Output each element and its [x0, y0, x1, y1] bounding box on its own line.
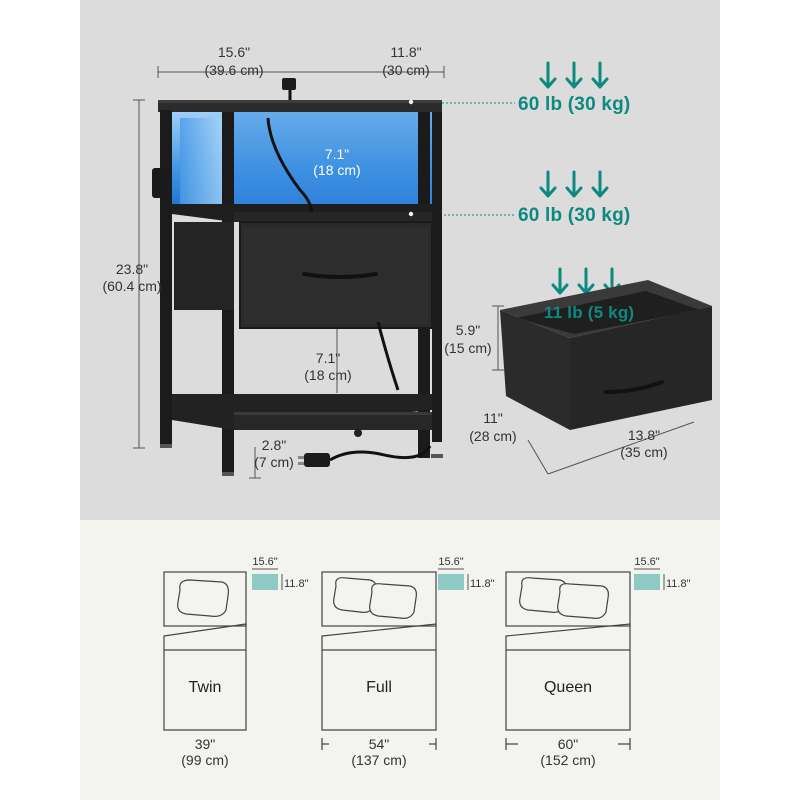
- twin-nightstand-width: 15.6": [252, 556, 278, 568]
- bed-comparison-panel: [80, 520, 720, 800]
- drawer-depth-cm: (28 cm): [469, 428, 517, 444]
- bed-name-twin: Twin: [188, 679, 222, 696]
- fabric-drawer: [500, 280, 712, 430]
- shelf-load-label: 60 lb (30 kg): [518, 205, 631, 226]
- top-load-label: 60 lb (30 kg): [518, 94, 631, 115]
- full-width-inch: 54": [329, 736, 429, 752]
- queen-nightstand-depth: 11.8": [666, 578, 691, 590]
- drawer-height-cm: (15 cm): [444, 340, 492, 356]
- leg-height-inch: 2.8": [261, 437, 287, 453]
- width-dim-cm: (39.6 cm): [204, 62, 264, 78]
- queen-width-cm: (152 cm): [540, 752, 596, 768]
- full-nightstand-depth: 11.8": [470, 578, 495, 590]
- full-nightstand-width: 15.6": [438, 556, 464, 568]
- full-width-cm: (137 cm): [351, 752, 407, 768]
- bed-diagrams: [163, 571, 631, 750]
- power-plug-icon: [282, 78, 330, 467]
- depth-dim-inch: 11.8": [390, 44, 422, 60]
- upper-gap-inch: 7.1": [324, 146, 350, 162]
- depth-dim-cm: (30 cm): [382, 62, 430, 78]
- upper-gap-cm: (18 cm): [313, 162, 361, 178]
- width-dim-inch: 15.6": [217, 44, 251, 60]
- drawer-width-inch: 13.8": [627, 427, 661, 443]
- twin-width-inch: 39": [155, 736, 255, 752]
- queen-nightstand-width: 15.6": [634, 556, 660, 568]
- twin-nightstand-depth: 11.8": [284, 578, 309, 590]
- leg-height-cm: (7 cm): [254, 454, 294, 470]
- led-indicator: [408, 99, 414, 217]
- height-dim-cm: (60.4 cm): [102, 278, 162, 294]
- drawer-width-cm: (35 cm): [620, 444, 668, 460]
- bed-name-full: Full: [366, 679, 392, 696]
- drawer-depth-inch: 11": [483, 410, 503, 426]
- twin-width-cm: (99 cm): [181, 752, 229, 768]
- height-dim-inch: 23.8": [115, 261, 149, 277]
- lower-gap-inch: 7.1": [315, 350, 341, 366]
- drawer-load-label: 11 lb (5 kg): [544, 303, 635, 322]
- nightstand-swatches: [252, 568, 665, 590]
- lower-gap-cm: (18 cm): [304, 367, 352, 383]
- bed-name-queen: Queen: [543, 679, 593, 696]
- nightstand: [152, 88, 443, 476]
- queen-width-inch: 60": [518, 736, 618, 752]
- drawer-height-inch: 5.9": [455, 322, 481, 338]
